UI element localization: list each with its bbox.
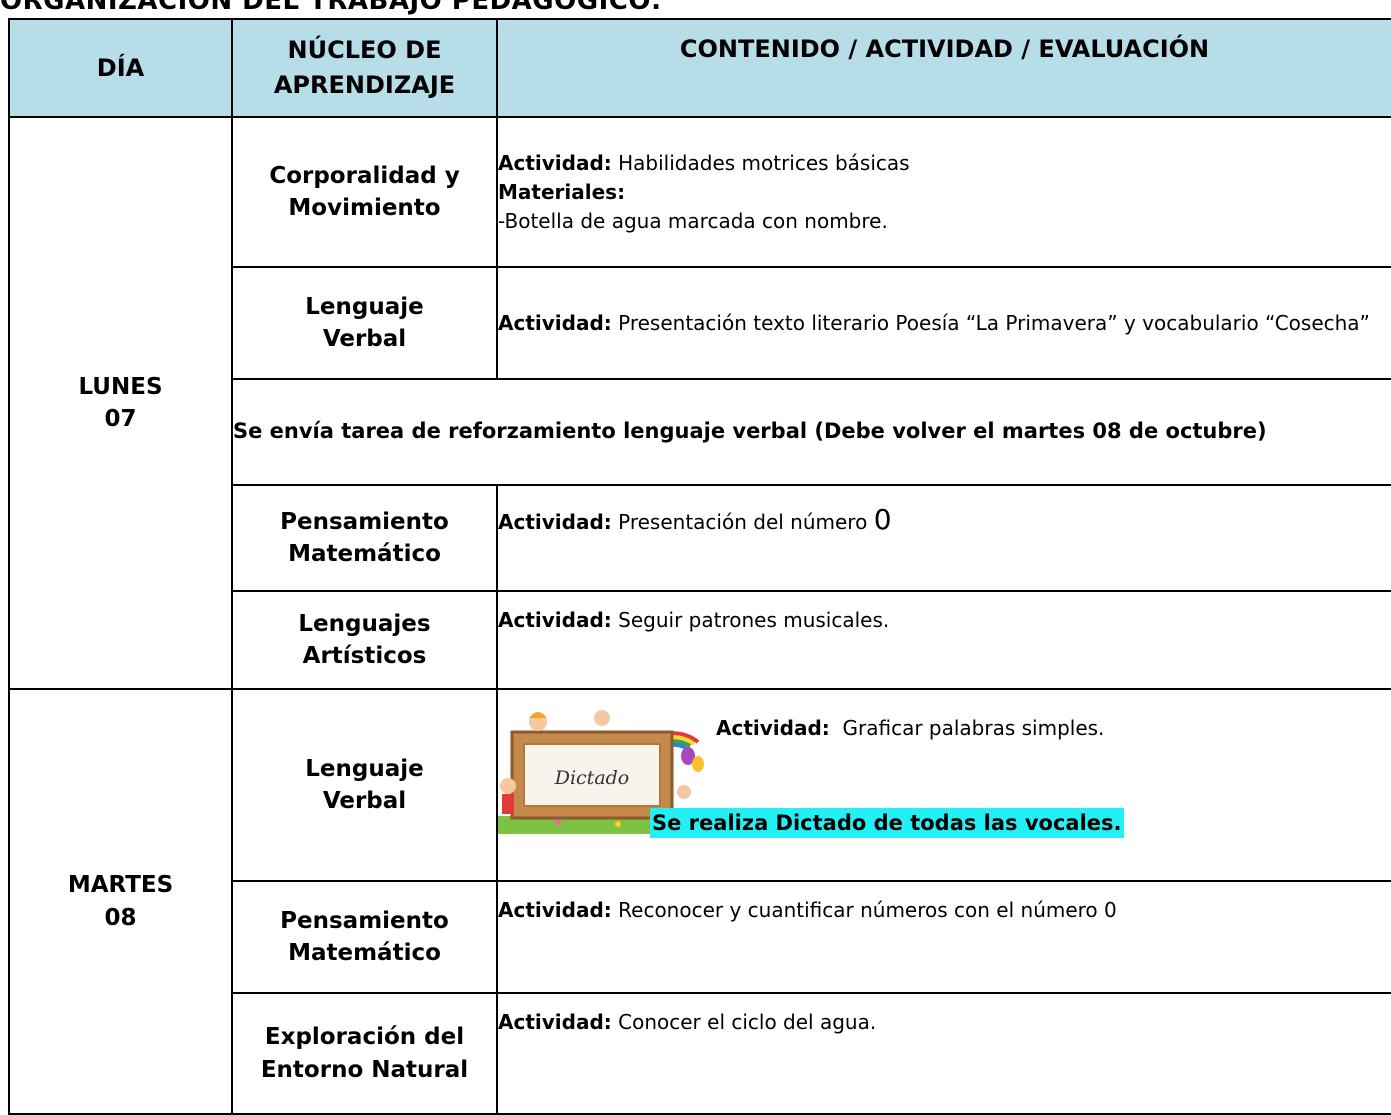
nucleo-line1: Exploración del [264, 1024, 465, 1051]
header-dia: DÍA [8, 18, 233, 118]
actividad-text: Graficar palabras simples. [829, 716, 1105, 740]
schedule-table: DÍA NÚCLEO DE APRENDIZAJE CONTENIDO / AC… [8, 18, 1391, 1115]
dictado-highlight: Se realiza Dictado de todas las vocales. [650, 808, 1124, 839]
day-number: 08 [104, 904, 137, 931]
day-name: LUNES [78, 373, 163, 400]
table-row: Se envía tarea de reforzamiento lenguaje… [9, 378, 1391, 486]
actividad-label: Actividad: [498, 150, 612, 175]
table-row: Pensamiento Matemático Actividad: Presen… [9, 484, 1391, 592]
nucleo-cell: Pensamiento Matemático [231, 484, 498, 592]
actividad-label: Actividad: [498, 608, 612, 632]
actividad-label: Actividad: [716, 716, 830, 740]
actividad-label: Actividad: [498, 310, 612, 335]
table-row: Lenguajes Artísticos Actividad: Seguir p… [9, 590, 1391, 690]
day-cell-lunes: LUNES 07 [8, 116, 233, 690]
header-nucleo-line1: NÚCLEO DE [287, 36, 442, 65]
dictado-label: Dictado [554, 767, 630, 789]
dictado-content: Dictado Actividad: Graficar palabras sim… [498, 690, 1391, 880]
nucleo-line2: Matemático [288, 940, 441, 966]
dictado-activity: Actividad: Graficar palabras simples. [716, 714, 1104, 743]
table-row: Lenguaje Verbal Actividad: Presentación … [9, 266, 1391, 380]
nucleo-line2: Artísticos [302, 643, 427, 669]
actividad-text: Presentación texto literario Poesía “La … [611, 310, 1370, 335]
actividad-text: Presentación del número [611, 510, 874, 534]
nucleo-line2: Movimiento [288, 195, 441, 221]
actividad-label: Actividad: [498, 898, 612, 922]
content-cell: Actividad: Reconocer y cuantificar númer… [496, 880, 1391, 994]
nucleo-cell: Exploración del Entorno Natural [231, 992, 498, 1115]
material-item: -Botella de agua marcada con nombre. [498, 208, 888, 233]
nucleo-line2: Verbal [322, 788, 407, 814]
day-name: MARTES [67, 872, 174, 899]
header-contenido: CONTENIDO / ACTIVIDAD / EVALUACIÓN [496, 18, 1391, 118]
actividad-text: Conocer el ciclo del agua. [611, 1010, 877, 1034]
numero-cero: 0 [873, 503, 892, 536]
content-cell: Actividad: Presentación del número 0 [496, 484, 1391, 592]
actividad-text: Habilidades motrices básicas [611, 150, 910, 175]
header-nucleo: NÚCLEO DE APRENDIZAJE [231, 18, 498, 118]
nucleo-line1: Pensamiento [280, 907, 449, 934]
nucleo-cell: Lenguajes Artísticos [231, 590, 498, 690]
day-cell-martes: MARTES 08 [8, 688, 233, 1115]
table-row: Exploración del Entorno Natural Activida… [9, 992, 1391, 1115]
actividad-label: Actividad: [498, 510, 612, 534]
content-cell: Dictado Actividad: Graficar palabras sim… [496, 688, 1391, 882]
content-cell: Actividad: Conocer el ciclo del agua. [496, 992, 1391, 1115]
actividad-text: Seguir patrones musicales. [611, 608, 890, 632]
nucleo-cell: Pensamiento Matemático [231, 880, 498, 994]
actividad-label: Actividad: [498, 1010, 612, 1034]
table-row: LUNES 07 Corporalidad y Movimiento Activ… [8, 116, 1391, 690]
header-nucleo-line2: APRENDIZAJE [273, 71, 456, 99]
day-number: 07 [104, 406, 137, 432]
nucleo-cell: Lenguaje Verbal [231, 688, 498, 882]
header-row: DÍA NÚCLEO DE APRENDIZAJE CONTENIDO / AC… [8, 18, 1391, 118]
nucleo-line1: Lenguajes [298, 610, 431, 637]
table-row: MARTES 08 Lenguaje Verbal Dictado [8, 688, 1391, 1115]
nucleo-line2: Entorno Natural [260, 1056, 469, 1083]
nucleo-line1: Pensamiento [280, 508, 449, 535]
actividad-text: Reconocer y cuantificar números con el n… [611, 898, 1117, 922]
tarea-notice: Se envía tarea de reforzamiento lenguaje… [231, 378, 1391, 486]
content-cell: Actividad: Habilidades motrices básicas … [496, 116, 1391, 268]
nucleo-line1: Lenguaje [305, 293, 424, 320]
table-row: Pensamiento Matemático Actividad: Recono… [9, 880, 1391, 994]
materiales-label: Materiales: [498, 179, 626, 204]
nucleo-line1: Corporalidad y [269, 162, 460, 189]
nucleo-line2: Verbal [322, 326, 407, 352]
content-cell: Actividad: Presentación texto literario … [496, 266, 1391, 380]
nucleo-cell: Corporalidad y Movimiento [231, 116, 498, 268]
nucleo-line1: Lenguaje [305, 755, 424, 782]
document-title: ORGANIZACIÓN DEL TRABAJO PEDAGÓGICO: [0, 0, 662, 16]
content-cell: Actividad: Seguir patrones musicales. [496, 590, 1391, 690]
nucleo-cell: Lenguaje Verbal [231, 266, 498, 380]
nucleo-line2: Matemático [288, 541, 441, 567]
